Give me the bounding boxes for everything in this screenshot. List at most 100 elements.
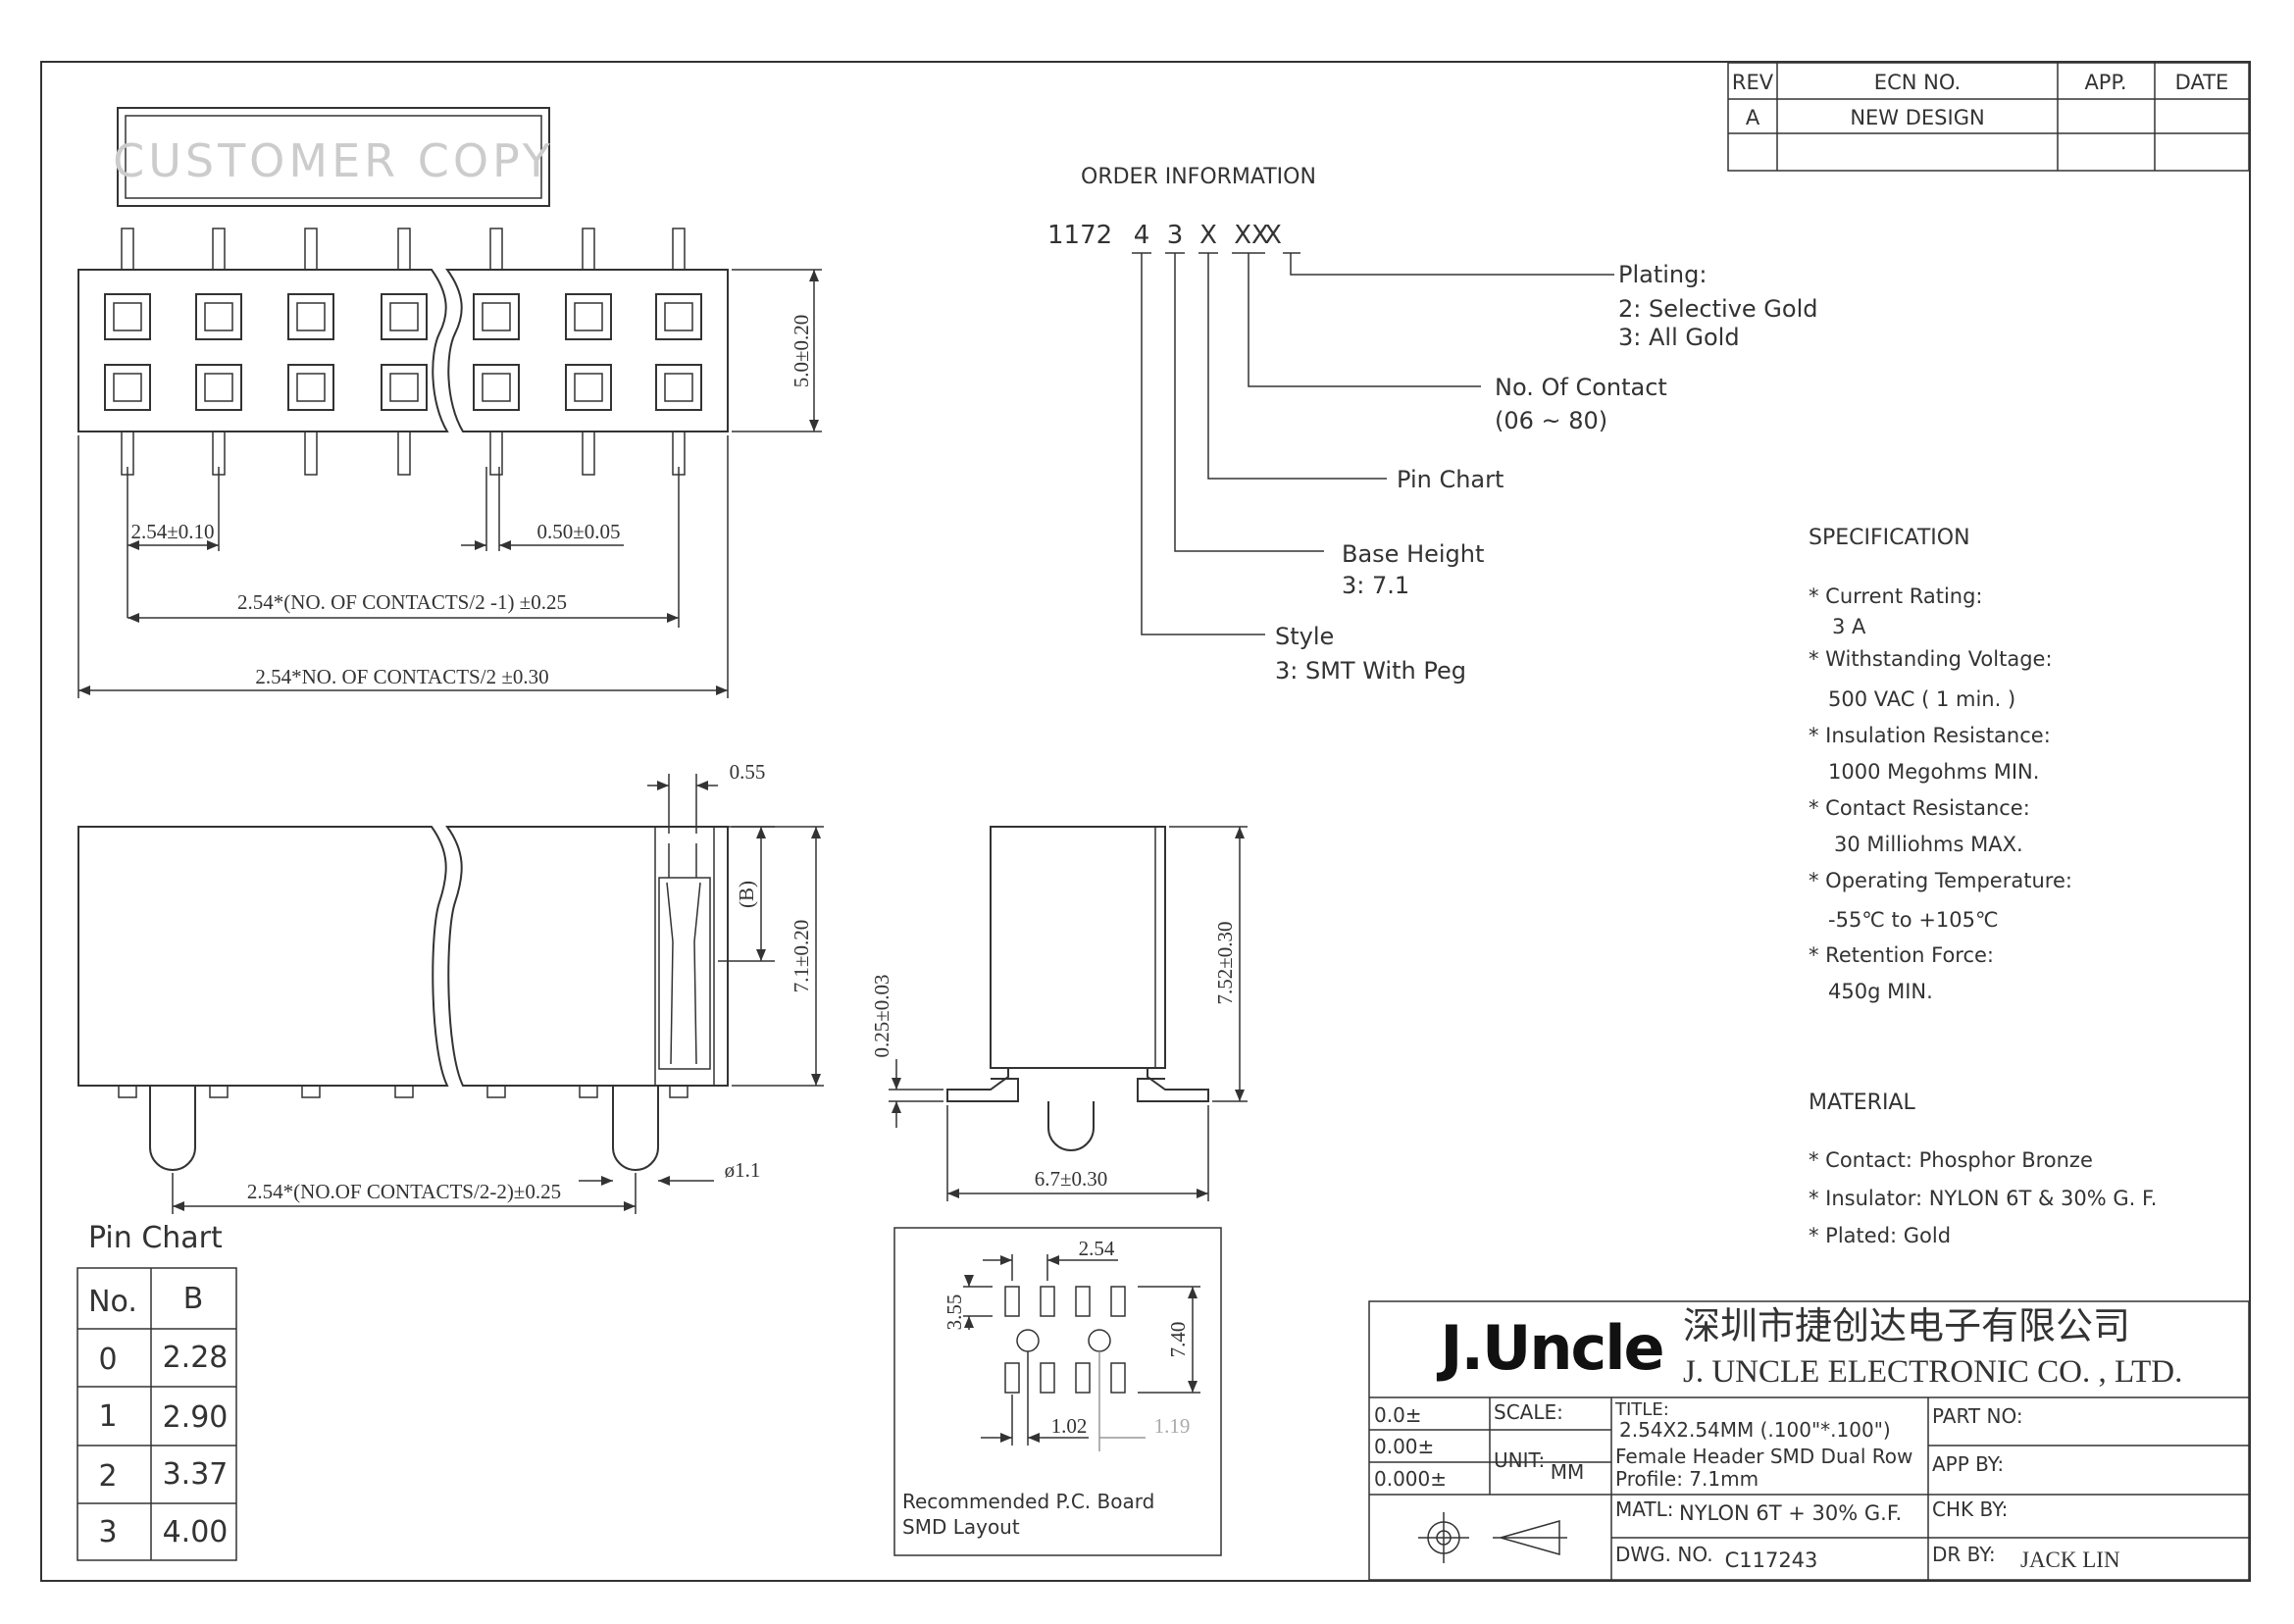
pcb-caption-line2: SMD Layout — [902, 1515, 1020, 1539]
material-line-3: * Plated: Gold — [1809, 1224, 1951, 1247]
top-pin — [489, 228, 503, 271]
peg-dia-dim: ø1.1 — [725, 1158, 761, 1182]
spec-line-2: 3 A — [1832, 615, 1866, 638]
material-line-2: * Insulator: NYLON 6T & 30% G. F. — [1809, 1187, 2157, 1210]
pin-chart-row3-no: 3 — [98, 1515, 117, 1549]
pcb-pad — [1004, 1362, 1020, 1394]
plating-option-3: 3: All Gold — [1618, 324, 1740, 351]
contact-cavity — [104, 293, 151, 340]
contact-cavity — [287, 364, 334, 411]
contact-cavity — [381, 364, 428, 411]
pin-chart-row3-b: 4.00 — [163, 1515, 229, 1549]
pcb-pad-len-dim: 3.55 — [943, 1294, 966, 1331]
contact-cavity — [381, 293, 428, 340]
spec-line-3: * Withstanding Voltage: — [1809, 647, 2053, 671]
top-pin — [121, 228, 134, 271]
bottom-pin — [489, 431, 503, 476]
pcb-pad — [1075, 1286, 1091, 1317]
contact-cavity-inner — [574, 302, 603, 331]
pin-chart-row0-b: 2.28 — [163, 1341, 229, 1375]
contact-cavity — [104, 364, 151, 411]
material-line-1: * Contact: Phosphor Bronze — [1809, 1148, 2093, 1172]
pcb-pad — [1110, 1286, 1126, 1317]
contact-cavity-inner — [664, 373, 693, 402]
contact-cavity-inner — [113, 373, 142, 402]
dwg-label: DWG. NO. — [1615, 1543, 1713, 1566]
order-code-plating: X — [1264, 221, 1282, 250]
smt-tail — [486, 1085, 506, 1098]
specification: SPECIFICATION * Current Rating: 3 A * Wi… — [1809, 526, 2072, 1003]
contact-cavity-inner — [389, 373, 419, 402]
pin-chart-row2-b: 3.37 — [163, 1457, 229, 1492]
spec-line-10: -55℃ to +105℃ — [1828, 908, 1999, 932]
pcb-pad — [1110, 1362, 1126, 1394]
spec-line-12: 450g MIN. — [1828, 980, 1933, 1003]
bottom-pin — [582, 431, 595, 476]
title-block: J.Uncle 深圳市捷创达电子有限公司 J. UNCLE ELECTRONIC… — [1368, 1300, 2250, 1581]
material: MATERIAL * Contact: Phosphor Bronze * In… — [1809, 1091, 2157, 1247]
total-height-dim: 7.52±0.30 — [1213, 921, 1237, 1004]
smt-tail — [394, 1085, 414, 1098]
contact-cavity-inner — [204, 302, 233, 331]
smt-tail — [301, 1085, 321, 1098]
pcb-pad — [1075, 1362, 1091, 1394]
customer-copy-stamp: CUSTOMER COPY — [113, 107, 554, 207]
contact-width-dim: 0.55 — [730, 760, 766, 784]
app-by-label: APP BY: — [1932, 1452, 2004, 1476]
pcb-pad — [1040, 1362, 1055, 1394]
body-height-dim: 7.1±0.20 — [790, 920, 813, 993]
contact-cavity — [287, 293, 334, 340]
part-no-label: PART NO: — [1932, 1404, 2023, 1428]
smt-tail — [579, 1085, 598, 1098]
style-label: Style — [1275, 623, 1334, 650]
tolerance-3: 0.000± — [1374, 1467, 1447, 1491]
stamp-text: CUSTOMER COPY — [113, 134, 554, 187]
revision-table: REV ECN NO. APP. DATE A NEW DESIGN — [1727, 62, 2250, 172]
order-heading: ORDER INFORMATION — [1081, 165, 1316, 189]
contact-cavity-inner — [389, 302, 419, 331]
contact-cavity-inner — [664, 302, 693, 331]
contact-cavity — [473, 364, 520, 411]
smt-tail — [209, 1085, 229, 1098]
spec-line-4: 500 VAC ( 1 min. ) — [1828, 687, 2015, 711]
order-code-pinchart: X — [1199, 221, 1217, 250]
smt-tail — [669, 1085, 688, 1098]
contact-cavity — [655, 293, 702, 340]
contact-cavity-inner — [574, 373, 603, 402]
ecn-header: ECN NO. — [1874, 71, 1961, 94]
drawing-border — [40, 61, 2251, 1582]
spec-line-11: * Retention Force: — [1809, 943, 1994, 967]
contacts-label: No. Of Contact — [1495, 374, 1667, 401]
front-view: 0.55 (B) 7.1±0.20 2.54*(NO.OF CONTACTS/2… — [77, 760, 824, 1214]
dwg-value: C117243 — [1725, 1548, 1818, 1572]
top-pin — [212, 228, 226, 271]
plating-option-2: 2: Selective Gold — [1618, 295, 1817, 323]
contact-cavity-inner — [113, 302, 142, 331]
body-length-dim: 2.54*NO. OF CONTACTS/2 ±0.30 — [255, 665, 548, 688]
pin-chart-row1-no: 1 — [98, 1399, 117, 1434]
contact-cavity-inner — [482, 373, 511, 402]
pcb-row-span-dim: 7.40 — [1166, 1322, 1190, 1358]
tolerance-2: 0.00± — [1374, 1435, 1434, 1458]
spec-line-5: * Insulation Resistance: — [1809, 724, 2051, 747]
pin-chart: Pin Chart No. B 0 2.28 1 2.90 2 3.37 3 4… — [76, 1221, 237, 1561]
dr-by-value: JACK LIN — [2020, 1548, 2120, 1572]
top-height-dim: 5.0±0.20 — [790, 315, 813, 388]
top-pin — [582, 228, 595, 271]
date-header: DATE — [2175, 71, 2229, 94]
top-pin — [672, 228, 686, 271]
title-line-2: Female Header SMD Dual Row — [1615, 1445, 1912, 1468]
spec-line-9: * Operating Temperature: — [1809, 869, 2072, 892]
top-pin — [397, 228, 411, 271]
order-information: ORDER INFORMATION 1172 4 3 X XX X Platin… — [1047, 165, 1817, 685]
rev-header: REV — [1732, 71, 1774, 94]
pin-chart-row2-no: 2 — [98, 1459, 117, 1494]
order-code-base: 1172 — [1047, 221, 1112, 250]
pitch-dim: 2.54±0.10 — [130, 520, 214, 543]
base-height-label: Base Height — [1342, 540, 1484, 568]
spec-line-8: 30 Milliohms MAX. — [1834, 833, 2023, 856]
tolerance-1: 0.0± — [1374, 1403, 1422, 1427]
pcb-hole-span-dim: 1.19 — [1154, 1414, 1191, 1438]
bottom-pin — [304, 431, 318, 476]
contact-cavity — [473, 293, 520, 340]
